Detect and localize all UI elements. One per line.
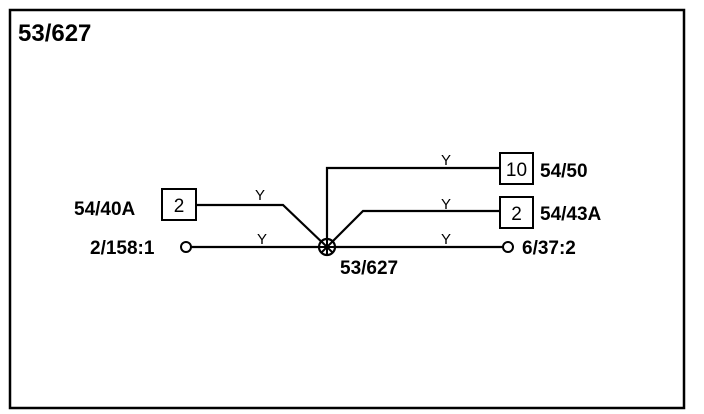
terminal-circle xyxy=(502,241,514,253)
wire-color-label: Y xyxy=(257,231,267,248)
terminal-label: 6/37:2 xyxy=(522,238,576,259)
wire-color-label: Y xyxy=(441,231,451,248)
connector-pin-number: 2 xyxy=(511,204,522,225)
connector-pin-box xyxy=(499,196,534,229)
splice-label: 53/627 xyxy=(340,258,398,279)
connector-label: 54/50 xyxy=(540,161,588,182)
terminal-label: 2/158:1 xyxy=(90,238,155,259)
connector-label: 54/43A xyxy=(540,204,602,225)
wire-color-label: Y xyxy=(441,196,451,213)
wire-color-label: Y xyxy=(255,187,265,204)
connector-pin-number: 10 xyxy=(506,160,527,181)
wire-color-label: Y xyxy=(441,152,451,169)
wire-54-43a xyxy=(326,209,500,248)
terminal-circle xyxy=(180,241,192,253)
wire-54-40a xyxy=(196,203,328,248)
connector-pin-box xyxy=(499,152,534,185)
connector-pin-number: 2 xyxy=(174,196,185,217)
connector-label: 54/40A xyxy=(74,199,136,220)
diagram-title: 53/627 xyxy=(18,20,91,47)
splice-symbol xyxy=(317,237,337,257)
wire-54-50 xyxy=(325,166,500,247)
diagram-frame xyxy=(8,8,686,410)
connector-pin-box xyxy=(161,188,197,221)
